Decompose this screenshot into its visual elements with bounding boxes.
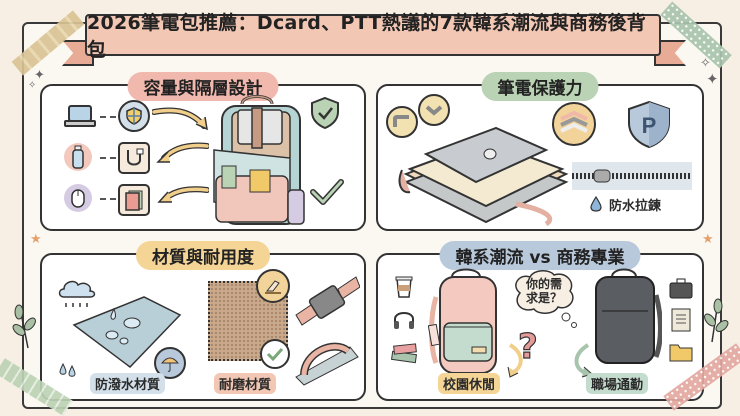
sparkle-icon: ✧ bbox=[28, 80, 37, 91]
corner-padding-icon bbox=[418, 94, 450, 126]
arrow-icon bbox=[157, 186, 209, 203]
water-repellent-fabric-icon bbox=[72, 296, 182, 368]
buckle-icon bbox=[295, 276, 360, 326]
svg-text:P: P bbox=[642, 113, 657, 138]
business-label: 職場通勤 bbox=[586, 373, 649, 394]
panel-heading: 容量與隔層設計 bbox=[127, 72, 279, 101]
zipper-label: 防水拉鍊 bbox=[609, 199, 662, 214]
p-shield-icon: P bbox=[628, 100, 670, 149]
abrasion-label: 耐磨材質 bbox=[214, 373, 277, 394]
panel-capacity: 容量與隔層設計 bbox=[40, 72, 366, 231]
cable-icon bbox=[118, 142, 150, 174]
star-icon: ★ bbox=[702, 232, 714, 247]
page-title: 2026筆電包推薦：Dcard、PTT熱議的7款韓系潮流與商務後背包 bbox=[87, 12, 647, 61]
layer-padding-icon bbox=[552, 102, 596, 146]
title-banner: 2026筆電包推薦：Dcard、PTT熱議的7款韓系潮流與商務後背包 bbox=[85, 12, 661, 61]
arrow-icon bbox=[152, 107, 208, 131]
laptop-icon bbox=[64, 105, 96, 127]
panel-heading: 材質與耐用度 bbox=[136, 241, 270, 270]
check-icon bbox=[260, 339, 290, 369]
star-icon: ★ bbox=[30, 232, 42, 247]
arrow-icon bbox=[156, 142, 209, 163]
shield-icon bbox=[118, 100, 150, 132]
panel-korean-vs-business: 韓系潮流 vs 商務專業 你的需求是？ ? 校園休閒 職場通勤 bbox=[376, 241, 704, 401]
leaf-sprig-icon bbox=[704, 298, 729, 343]
water-drop-icon bbox=[590, 196, 602, 212]
question-text: 你的需求是？ bbox=[525, 277, 562, 305]
checkmark-icon bbox=[310, 179, 344, 205]
question-mark-icon: ? bbox=[517, 326, 538, 367]
water-drop-icon bbox=[59, 363, 76, 377]
panel-heading: 韓系潮流 vs 商務專業 bbox=[439, 241, 641, 270]
gray-backpack-icon bbox=[595, 268, 662, 364]
folder-icon bbox=[669, 344, 693, 362]
casual-label: 校園休閒 bbox=[438, 373, 501, 394]
rain-cloud-icon bbox=[58, 280, 96, 307]
briefcase-icon bbox=[669, 278, 693, 299]
handle-icon bbox=[295, 342, 359, 386]
zipper-icon bbox=[572, 162, 692, 190]
document-icon bbox=[671, 308, 691, 332]
sparkle-icon: ✧ bbox=[700, 56, 711, 71]
panel-material-durability: 材質與耐用度 防潑水材質 耐磨材質 bbox=[40, 241, 366, 401]
sparkle-icon: ✦ bbox=[706, 70, 719, 88]
sparkle-icon: ✦ bbox=[34, 68, 45, 83]
hand-scratch-icon bbox=[256, 269, 290, 303]
umbrella-icon bbox=[154, 347, 186, 379]
panel-laptop-protection: 筆電保護力 P 防水拉鍊 bbox=[376, 72, 704, 231]
notebook-icon bbox=[118, 184, 150, 216]
water-bottle-icon bbox=[64, 143, 92, 171]
thought-bubble-icon bbox=[515, 270, 577, 328]
check-shield-icon bbox=[311, 96, 339, 130]
curved-arrow-icon bbox=[507, 343, 523, 378]
backpack-open-icon bbox=[213, 95, 305, 225]
mouse-icon bbox=[64, 184, 92, 212]
leaf-sprig-icon bbox=[12, 304, 36, 349]
coffee-cup-icon bbox=[395, 276, 413, 298]
pink-backpack-icon bbox=[428, 268, 497, 374]
corner-padding-icon bbox=[386, 106, 418, 138]
waterproof-label: 防潑水材質 bbox=[90, 373, 166, 394]
books-icon bbox=[390, 343, 418, 364]
headphones-icon bbox=[394, 312, 414, 329]
laptop-sleeve-icon bbox=[398, 126, 569, 227]
panel-heading: 筆電保護力 bbox=[481, 72, 599, 101]
